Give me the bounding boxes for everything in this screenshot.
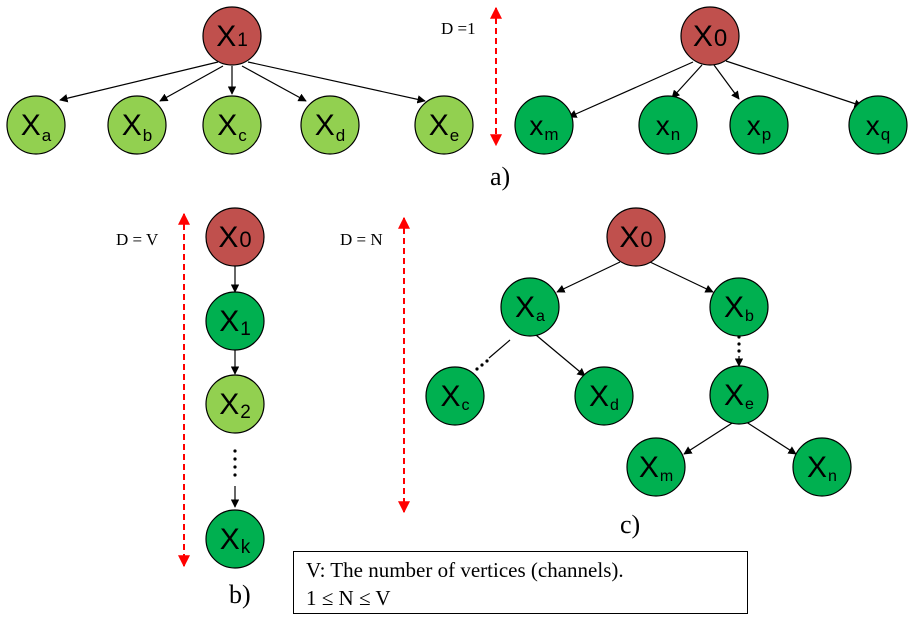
svg-text:X2: X2 — [219, 388, 251, 423]
svg-text:Xd: Xd — [315, 109, 345, 145]
depth-marker-b: D = V — [116, 212, 190, 568]
edge — [739, 417, 797, 455]
panel-label-c: c) — [620, 510, 640, 539]
node-xm: xm — [514, 95, 574, 155]
edge — [59, 61, 219, 103]
svg-text:Xb: Xb — [724, 291, 754, 325]
node-c-xc: Xc — [425, 366, 485, 426]
edge — [568, 61, 694, 118]
node-xc: Xc — [202, 95, 262, 155]
svg-text:X0: X0 — [218, 221, 251, 254]
node-c-xd: Xd — [574, 366, 634, 426]
panel-a-right-nodes: X0 xm xn xp xq — [514, 6, 908, 155]
svg-text:X1: X1 — [216, 20, 248, 53]
depth-label-b: D = V — [116, 230, 159, 249]
svg-text:Xc: Xc — [440, 380, 469, 414]
legend-line-2: 1 ≤ N ≤ V — [306, 586, 391, 610]
panel-b-nodes: X0 X1 X2 Xk — [205, 207, 265, 569]
depth-marker-a: D =1 — [441, 6, 502, 147]
node-x0-root: X0 — [680, 6, 740, 66]
node-c-xb: Xb — [709, 277, 769, 337]
edge — [556, 261, 621, 293]
node-b-xk: Xk — [205, 509, 265, 569]
node-xn: xn — [638, 95, 698, 155]
svg-text:Xa: Xa — [21, 109, 52, 145]
panel-c-nodes: X0 Xa Xb Xc Xd Xe Xm Xn — [425, 207, 852, 497]
svg-text:Xa: Xa — [515, 291, 545, 325]
depth-label-c: D = N — [340, 230, 383, 249]
svg-text:xp: xp — [747, 110, 771, 144]
node-b-x1: X1 — [205, 291, 265, 351]
depth-marker-c: D = N — [340, 216, 410, 514]
node-c-xm: Xm — [626, 437, 686, 497]
svg-text:X0: X0 — [693, 20, 727, 53]
edge — [159, 65, 224, 102]
legend-box: V: The number of vertices (channels). 1 … — [293, 551, 748, 614]
node-c-xe: Xe — [709, 365, 769, 425]
panel-a-right-edges — [568, 60, 863, 118]
edge — [529, 329, 586, 377]
svg-text:X1: X1 — [219, 305, 251, 340]
depth-label-a: D =1 — [441, 19, 476, 38]
edge — [488, 339, 511, 359]
node-c-xn: Xn — [792, 437, 852, 497]
svg-text:xq: xq — [866, 110, 890, 144]
svg-text:Xb: Xb — [122, 109, 152, 145]
svg-text:xn: xn — [656, 110, 680, 144]
panel-c-edges — [488, 261, 797, 455]
panel-b-ellipsis — [233, 449, 237, 477]
node-c-x0: X0 — [606, 207, 666, 267]
svg-text:Xk: Xk — [220, 523, 251, 558]
node-xp: xp — [729, 95, 789, 155]
svg-text:Xn: Xn — [807, 451, 837, 485]
panel-a-left-edges — [59, 61, 426, 104]
panel-label-a: a) — [490, 162, 510, 191]
svg-text:xm: xm — [529, 110, 558, 144]
panel-c-ellipsis-right — [737, 335, 741, 353]
node-xq: xq — [848, 95, 908, 155]
svg-text:Xe: Xe — [429, 109, 459, 145]
node-xb: Xb — [107, 95, 167, 155]
panel-label-b: b) — [229, 580, 251, 609]
edge — [683, 417, 741, 455]
edge — [241, 65, 307, 102]
node-x1-root: X1 — [202, 6, 262, 66]
edge — [713, 64, 740, 100]
node-xa: Xa — [6, 95, 66, 155]
svg-text:Xe: Xe — [724, 379, 754, 413]
node-c-xa: Xa — [500, 277, 560, 337]
legend-line-1: V: The number of vertices (channels). — [306, 558, 624, 582]
svg-text:Xc: Xc — [217, 109, 247, 145]
panel-a-left-nodes: X1 Xa Xb Xc Xd Xe — [6, 6, 474, 155]
svg-text:Xm: Xm — [639, 451, 673, 485]
node-b-x0: X0 — [205, 207, 265, 267]
node-xe: Xe — [414, 95, 474, 155]
edge — [649, 261, 714, 293]
edge — [247, 61, 426, 104]
panel-c-ellipsis-left — [475, 359, 489, 371]
node-b-x2: X2 — [205, 374, 265, 434]
edge — [725, 60, 863, 108]
edge — [671, 64, 703, 99]
svg-text:Xd: Xd — [589, 380, 619, 414]
svg-text:X0: X0 — [619, 221, 652, 254]
node-xd: Xd — [300, 95, 360, 155]
